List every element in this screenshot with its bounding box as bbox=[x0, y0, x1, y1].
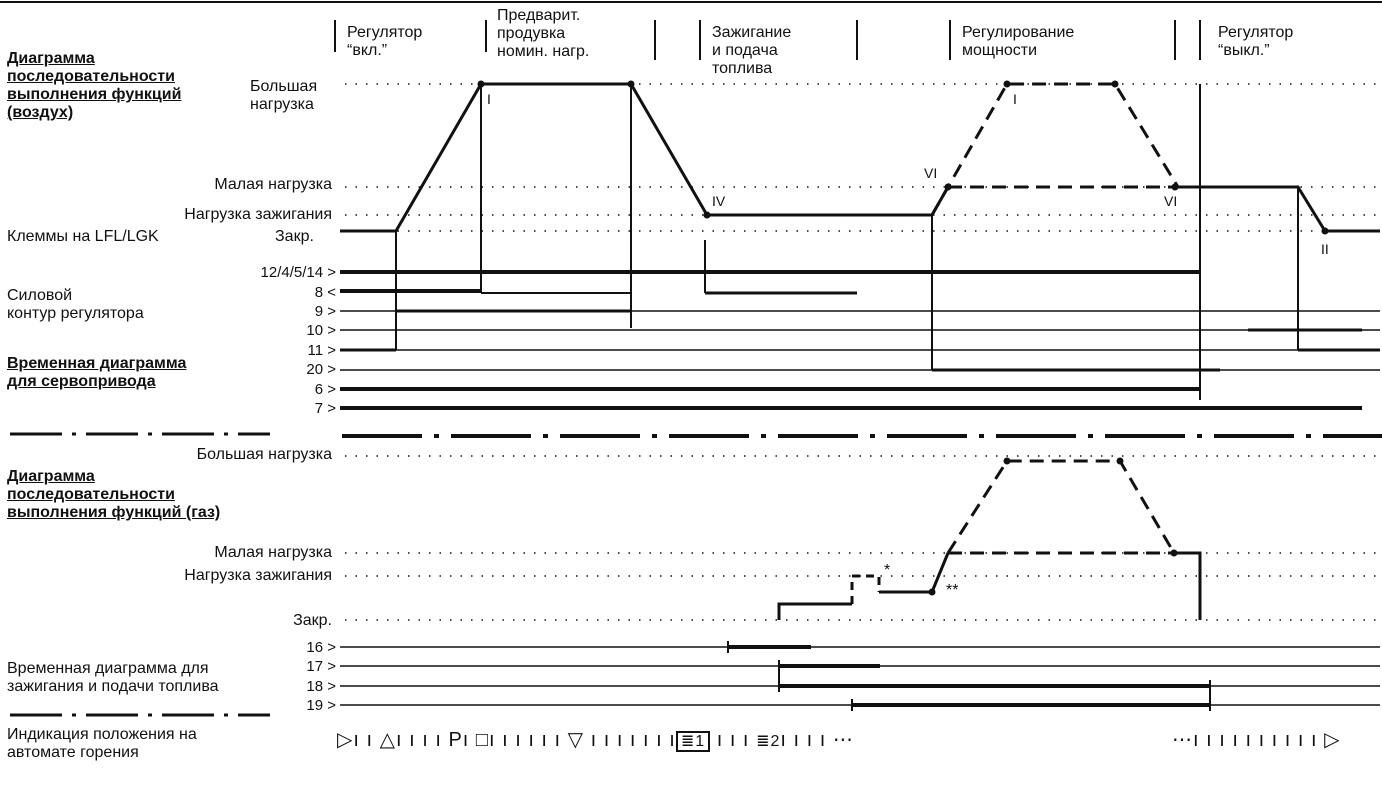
gas-diagram-title: Диаграмма последовательности выполнения … bbox=[7, 468, 221, 521]
terminal-20: 20 > bbox=[306, 361, 336, 378]
marker-IV: IV bbox=[712, 193, 726, 209]
terminal-16: 16 > bbox=[306, 639, 336, 656]
air-high-load-label: Большая нагрузка bbox=[250, 78, 318, 113]
indication-symbols-2: ı ı ı bbox=[716, 729, 750, 751]
marker-VI-1: VI bbox=[924, 165, 938, 181]
key-points bbox=[477, 80, 1329, 596]
terminal-7: 7 > bbox=[314, 400, 336, 417]
phase-separators bbox=[334, 20, 1201, 60]
phase-ignition: Зажигание и подача топлива bbox=[712, 24, 792, 77]
marker-star: * bbox=[884, 562, 891, 579]
terminal-18: 18 > bbox=[306, 678, 336, 695]
air-curve bbox=[340, 82, 950, 233]
marker-II: II bbox=[1321, 241, 1329, 257]
gas-high-load-label: Большая нагрузка bbox=[196, 446, 332, 463]
marker-I-air-2: I bbox=[1013, 91, 1017, 107]
gas-ignition-dashed bbox=[850, 574, 881, 604]
indication-box-2: ≣2 bbox=[756, 733, 781, 750]
gas-closed-label: Закр. bbox=[293, 612, 332, 629]
air-curve-end bbox=[1175, 185, 1380, 233]
indication-box-1: ≣1 bbox=[675, 731, 711, 752]
phase-regulator-off: Регулятор “выкл.” bbox=[1218, 24, 1294, 59]
servo-timing-lines bbox=[340, 270, 1380, 410]
phase-regulator-on: Регулятор “вкл.” bbox=[347, 24, 423, 59]
air-closed-label: Закр. bbox=[275, 228, 314, 245]
terminals-label: Клеммы на LFL/LGK bbox=[7, 228, 159, 245]
gas-dashed-regulation bbox=[946, 459, 1176, 555]
ignition-timing-label: Временная диаграмма для зажигания и пода… bbox=[7, 660, 219, 695]
gas-curve-2 bbox=[879, 552, 950, 594]
terminal-19: 19 > bbox=[306, 697, 336, 714]
terminal-17: 17 > bbox=[306, 658, 336, 675]
terminal-11: 11 > bbox=[307, 342, 337, 359]
indication-symbols-3: ı ı ı ı ⋯ bbox=[780, 729, 854, 751]
air-dashed-regulation bbox=[930, 82, 1180, 216]
ignition-timing-lines bbox=[340, 641, 1380, 711]
indication-sequence: ▷ı ı △ı ı ı ı Pı □ı ı ı ı ı ı ▽ ı ı ı ı … bbox=[337, 729, 854, 752]
terminal-6: 6 > bbox=[314, 381, 336, 398]
indication-sequence-end: ⋯ı ı ı ı ı ı ı ı ı ı ▷ bbox=[1172, 729, 1341, 751]
air-diagram-title: Диаграмма последовательности выполнения … bbox=[7, 50, 182, 121]
marker-double-star: ** bbox=[946, 582, 959, 599]
marker-VI-2: VI bbox=[1164, 193, 1178, 209]
air-ignition-load-label: Нагрузка зажигания bbox=[184, 206, 332, 223]
phase-power-regulation: Регулирование мощности bbox=[962, 24, 1075, 59]
gas-ignition-load-label: Нагрузка зажигания bbox=[184, 567, 332, 584]
terminal-9: 9 > bbox=[314, 303, 336, 320]
gas-low-load-label: Малая нагрузка bbox=[214, 544, 332, 561]
air-level-dots bbox=[345, 83, 1380, 621]
gas-curve-end bbox=[1174, 551, 1202, 620]
marker-I-air-1: I bbox=[487, 91, 491, 107]
power-circuit-label: Силовой контур регулятора bbox=[7, 287, 144, 322]
indication-label: Индикация положения на автомате горения bbox=[7, 726, 197, 761]
terminal-10: 10 > bbox=[306, 322, 336, 339]
terminal-12-4-5-14: 12/4/5/14 > bbox=[260, 264, 336, 281]
terminal-8: 8 < bbox=[314, 284, 336, 301]
air-low-load-label: Малая нагрузка bbox=[214, 176, 332, 193]
phase-prepurge: Предварит. продувка номин. нагр. bbox=[497, 7, 590, 60]
gas-curve bbox=[777, 602, 852, 620]
indication-symbols-1: ▷ı ı △ı ı ı ı Pı □ı ı ı ı ı ı ▽ ı ı ı ı … bbox=[337, 729, 676, 751]
servo-diagram-title: Временная диаграмма для сервопривода bbox=[7, 355, 187, 390]
